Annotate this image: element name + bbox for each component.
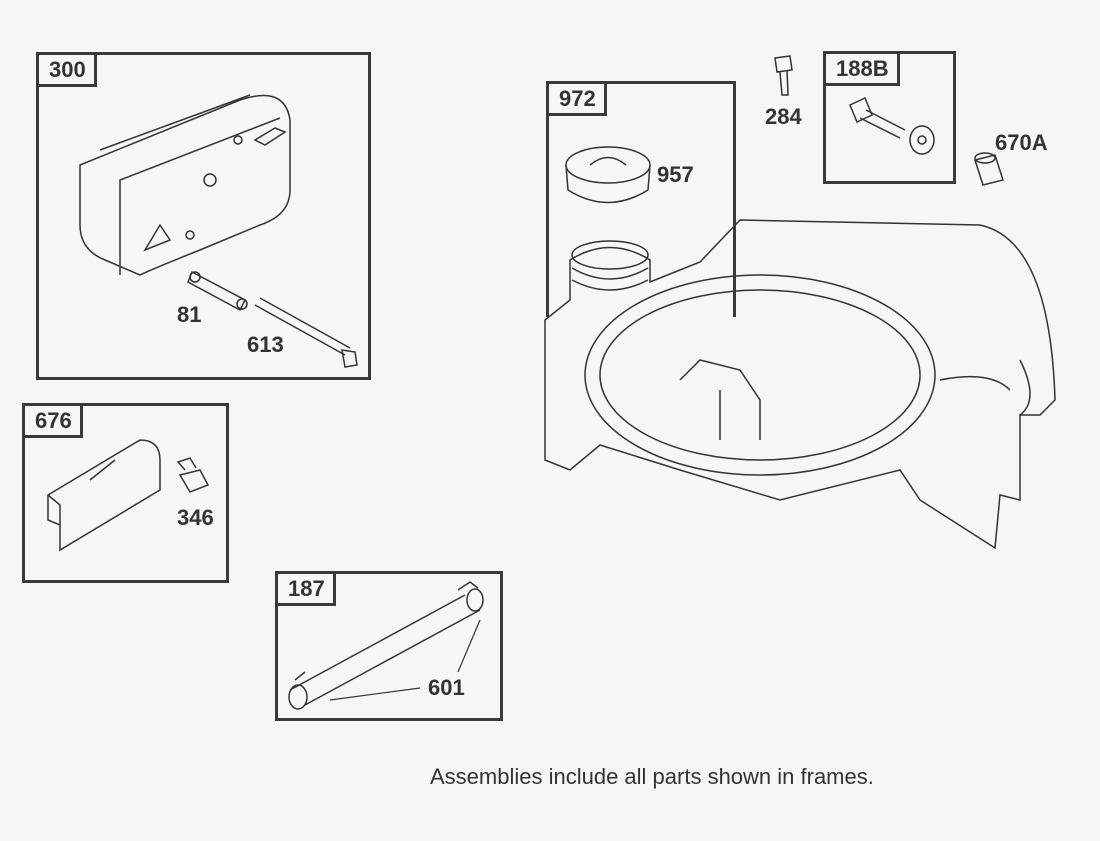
screw-346 xyxy=(176,457,210,493)
part-label-346: 346 xyxy=(177,505,214,530)
part-label-670a: 670A xyxy=(995,130,1048,155)
part-label-613: 613 xyxy=(247,332,284,357)
leader-601 xyxy=(329,619,481,701)
tube-187 xyxy=(288,581,484,710)
bolt-284 xyxy=(774,55,793,96)
part-label-601: 601 xyxy=(428,675,465,700)
shield-676 xyxy=(47,439,161,552)
assembly-note: Assemblies include all parts shown in fr… xyxy=(430,764,874,789)
frame-972: 972 xyxy=(546,81,736,317)
part-label-284: 284 xyxy=(765,104,802,129)
frame-label-676: 676 xyxy=(22,403,83,438)
frame-676: 676 xyxy=(22,403,229,583)
fuel-cap-957 xyxy=(565,146,651,204)
muffler-part xyxy=(79,94,291,276)
bushing-670a xyxy=(974,152,1004,186)
frame-187: 187 xyxy=(275,571,503,721)
frame-label-300: 300 xyxy=(36,52,97,87)
washer-81 xyxy=(187,270,248,312)
frame-label-188b: 188B xyxy=(823,51,900,86)
part-label-81: 81 xyxy=(177,302,202,327)
fuel-tank xyxy=(544,219,1056,550)
frame-label-187: 187 xyxy=(275,571,336,606)
bolt-188b xyxy=(849,96,935,155)
bolt-613 xyxy=(254,297,358,368)
frame-188b: 188B xyxy=(823,51,956,184)
frame-300: 300 xyxy=(36,52,371,380)
frame-label-972: 972 xyxy=(546,81,607,116)
part-label-957: 957 xyxy=(657,162,694,187)
